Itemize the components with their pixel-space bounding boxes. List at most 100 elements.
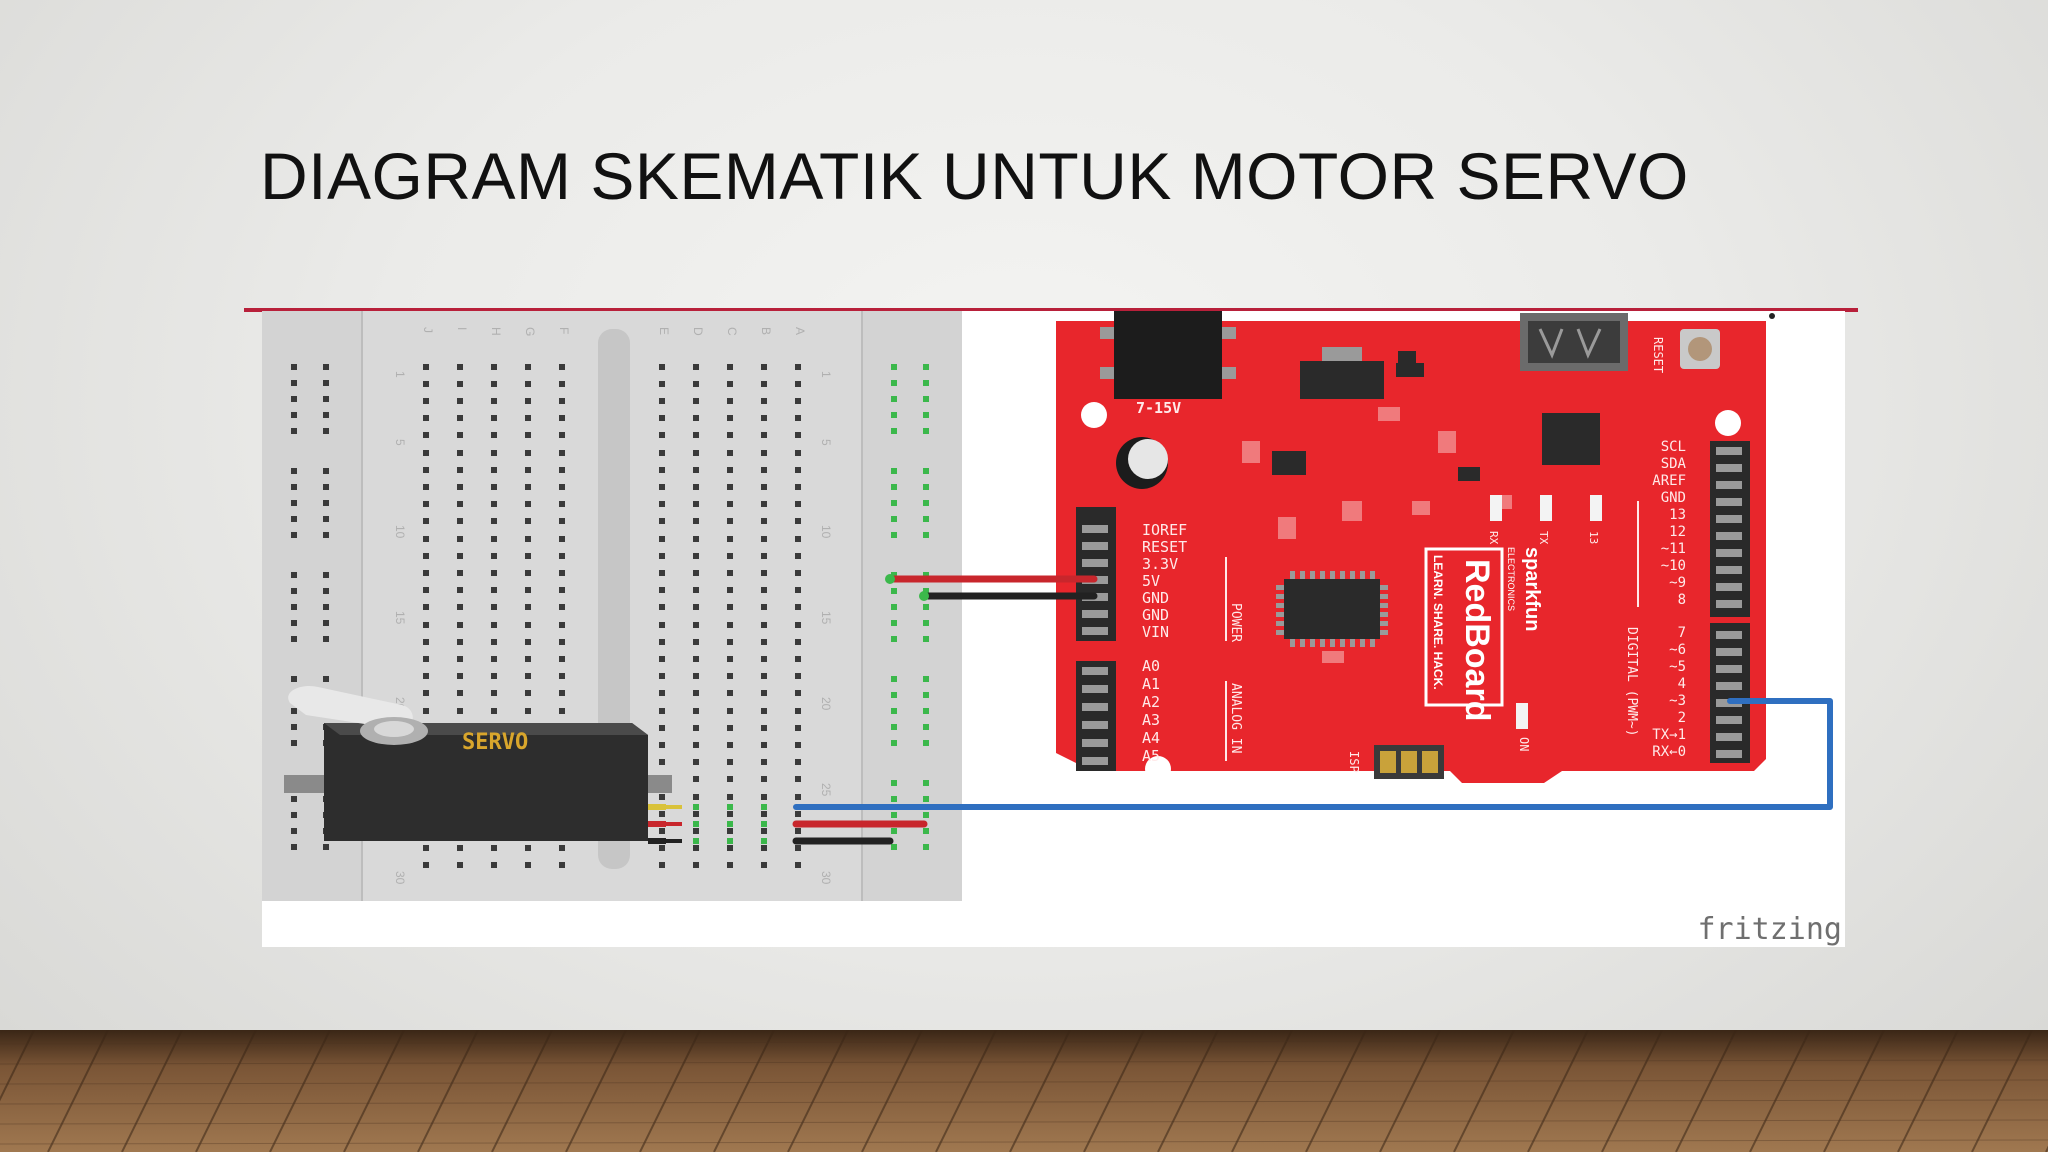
breadboard-hole bbox=[423, 364, 429, 370]
breadboard-hole bbox=[795, 794, 801, 800]
breadboard-hole bbox=[525, 381, 531, 387]
power-rail-hole-active bbox=[923, 692, 929, 698]
plank-seam bbox=[1897, 1030, 1959, 1152]
power-rail-hole bbox=[323, 620, 329, 626]
header-pin bbox=[1716, 665, 1742, 673]
breadboard-hole bbox=[727, 364, 733, 370]
power-rail-hole-active bbox=[923, 428, 929, 434]
breadboard-hole bbox=[761, 776, 767, 782]
breadboard-hole bbox=[491, 398, 497, 404]
breadboard-hole bbox=[761, 794, 767, 800]
power-rail-hole-active bbox=[891, 828, 897, 834]
breadboard-hole bbox=[525, 467, 531, 473]
power-rail-hole-active bbox=[923, 620, 929, 626]
chip-pin bbox=[1290, 639, 1295, 647]
column-letter: G bbox=[523, 327, 537, 336]
power-section-label: POWER bbox=[1228, 603, 1243, 642]
row-number: 10 bbox=[393, 525, 407, 539]
breadboard-hole bbox=[795, 776, 801, 782]
plank-seam bbox=[861, 1030, 923, 1152]
power-rail-hole-active bbox=[923, 780, 929, 786]
column-letter: F bbox=[557, 327, 571, 334]
power-rail-hole-active bbox=[891, 532, 897, 538]
breadboard-hole bbox=[727, 673, 733, 679]
breadboard-hole bbox=[457, 364, 463, 370]
breadboard-hole bbox=[659, 415, 665, 421]
breadboard-hole bbox=[693, 656, 699, 662]
breadboard-hole bbox=[423, 484, 429, 490]
plank-seam bbox=[491, 1030, 553, 1152]
header-pin bbox=[1082, 739, 1108, 747]
mounting-hole bbox=[1081, 402, 1107, 428]
mounting-hole bbox=[1145, 756, 1171, 782]
breadboard-hole bbox=[761, 811, 767, 817]
breadboard-hole bbox=[423, 553, 429, 559]
breadboard-hole bbox=[457, 415, 463, 421]
breadboard-hole-active bbox=[693, 804, 699, 810]
power-jack-label: 7-15V bbox=[1136, 399, 1181, 417]
breadboard-hole bbox=[693, 845, 699, 851]
power-rail-hole bbox=[291, 844, 297, 850]
power-rail-hole-active bbox=[891, 588, 897, 594]
breadboard-hole bbox=[659, 398, 665, 404]
breadboard-hole bbox=[693, 776, 699, 782]
power-rail-hole-active bbox=[923, 676, 929, 682]
breadboard-hole bbox=[693, 862, 699, 868]
breadboard-hole bbox=[525, 398, 531, 404]
plank-seam bbox=[0, 1030, 35, 1102]
power-rail-hole-active bbox=[923, 796, 929, 802]
breadboard-hole bbox=[727, 553, 733, 559]
breadboard-holes bbox=[291, 364, 929, 868]
breadboard-hole bbox=[761, 742, 767, 748]
on-label: ON bbox=[1517, 737, 1531, 751]
breadboard-hole-active bbox=[761, 838, 767, 844]
brand-box bbox=[1424, 547, 1504, 707]
chip-pin bbox=[1350, 571, 1355, 579]
breadboard-hole bbox=[491, 690, 497, 696]
breadboard-hole bbox=[795, 759, 801, 765]
power-rail-hole bbox=[323, 532, 329, 538]
power-rail-hole bbox=[291, 740, 297, 746]
analog-pin-label: A5 bbox=[1142, 747, 1160, 765]
breadboard-hole bbox=[659, 845, 665, 851]
power-rail-hole bbox=[323, 604, 329, 610]
arduino-redboard-icon: 7-15V RESET bbox=[1056, 311, 1775, 783]
breadboard-hole bbox=[727, 398, 733, 404]
breadboard-hole bbox=[659, 742, 665, 748]
breadboard-hole bbox=[727, 742, 733, 748]
breadboard-hole bbox=[795, 725, 801, 731]
breadboard-hole bbox=[761, 536, 767, 542]
analog-section-label: ANALOG IN bbox=[1228, 683, 1243, 753]
power-rail-hole-active bbox=[891, 676, 897, 682]
power-rail-hole bbox=[291, 484, 297, 490]
breadboard-hole bbox=[693, 415, 699, 421]
breadboard-hole bbox=[693, 518, 699, 524]
breadboard-hole bbox=[727, 776, 733, 782]
column-letter: D bbox=[691, 327, 705, 336]
breadboard-hole bbox=[727, 518, 733, 524]
maker-name: sparkfun bbox=[1521, 547, 1543, 631]
breadboard-hole bbox=[659, 622, 665, 628]
breadboard-hole bbox=[659, 364, 665, 370]
breadboard-hole bbox=[795, 639, 801, 645]
chip-pin bbox=[1360, 571, 1365, 579]
breadboard-hole bbox=[761, 759, 767, 765]
breadboard-hole bbox=[559, 364, 565, 370]
row-number: 1 bbox=[393, 371, 407, 378]
plank-grain bbox=[0, 1039, 2048, 1045]
breadboard-hole bbox=[761, 604, 767, 610]
breadboard-hole bbox=[659, 828, 665, 834]
breadboard-hole bbox=[693, 604, 699, 610]
breadboard-hole bbox=[761, 673, 767, 679]
breadboard-hole bbox=[525, 690, 531, 696]
plank-grain bbox=[0, 1139, 2048, 1145]
power-rail-hole-active bbox=[923, 396, 929, 402]
chip-pin bbox=[1360, 639, 1365, 647]
power-pin-label: GND bbox=[1142, 606, 1169, 624]
breadboard-hole bbox=[761, 725, 767, 731]
breadboard-hole bbox=[423, 845, 429, 851]
chip-pin bbox=[1276, 603, 1284, 608]
row-number: 30 bbox=[393, 871, 407, 885]
power-rail-hole-active bbox=[923, 588, 929, 594]
plank-grain bbox=[0, 1099, 2048, 1105]
